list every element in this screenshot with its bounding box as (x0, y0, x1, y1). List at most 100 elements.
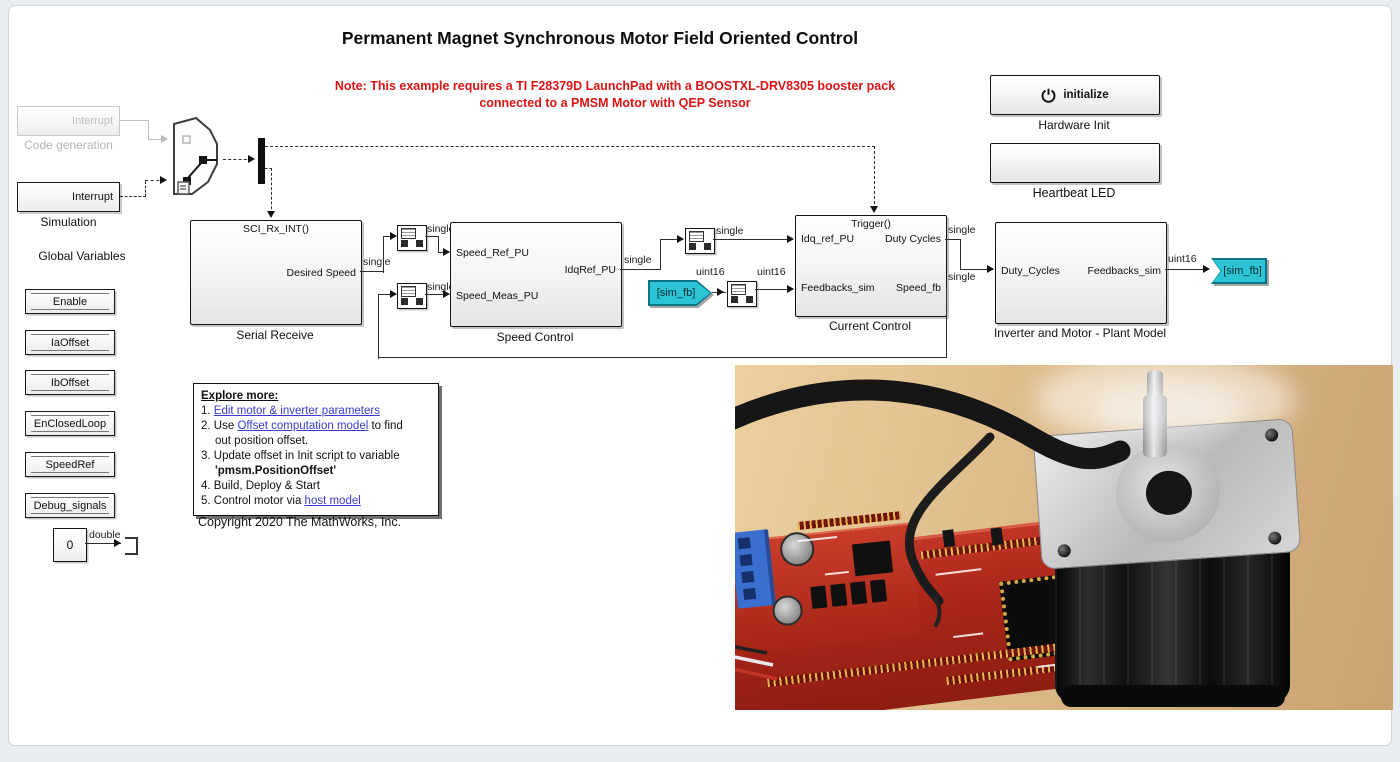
motor-base (1061, 685, 1285, 707)
constant-block[interactable]: 0 (53, 528, 87, 562)
data-store-label: IaOffset (50, 336, 90, 349)
heartbeat-led-block[interactable] (990, 143, 1160, 183)
hardware-init-name: Hardware Init (1038, 118, 1110, 132)
hardware-photo (735, 365, 1393, 710)
port-label-duty-cycles-out: Duty Cycles (884, 233, 941, 245)
power-icon (1041, 88, 1056, 103)
rate-transition-icon (401, 286, 416, 297)
rate-transition-block[interactable] (727, 281, 757, 307)
explore-item-5-text: 5. Control motor via (201, 494, 305, 507)
variant-source-block[interactable] (170, 116, 224, 202)
rate-transition-block[interactable] (685, 228, 715, 254)
port-label-speed-meas-pu: Speed_Meas_PU (456, 290, 539, 302)
rate-transition-block[interactable] (397, 283, 427, 309)
terminator-icon (125, 537, 138, 555)
explore-item-5: 5. Control motor via host model (201, 494, 431, 509)
heartbeat-led-name: Heartbeat LED (1032, 186, 1116, 200)
from-tag-sim-fb[interactable]: [sim_fb] (648, 280, 712, 306)
rate-transition-block[interactable] (397, 225, 427, 251)
wire (145, 181, 146, 197)
goto-tag-sim-fb[interactable]: [sim_fb] (1211, 258, 1267, 284)
wire (265, 168, 272, 169)
cable-overlay (735, 379, 1131, 681)
data-store-enable[interactable]: Enable (25, 289, 115, 314)
hardware-init-block[interactable]: initialize (990, 75, 1160, 115)
wire (946, 288, 947, 358)
codegen-interrupt-port-label: Interrupt (72, 115, 113, 127)
wire-lead (735, 667, 778, 681)
wire (660, 240, 661, 270)
rate-transition-icon (401, 228, 416, 239)
wire (660, 239, 683, 240)
explore-item-4: 4. Build, Deploy & Start (201, 479, 320, 492)
wire (383, 236, 396, 237)
wire (145, 180, 165, 181)
wire (755, 289, 793, 290)
data-store-debug-signals[interactable]: Debug_signals (25, 493, 115, 518)
link-offset-computation-model[interactable]: Offset computation model (237, 419, 369, 432)
arrowhead (870, 206, 878, 213)
wire (620, 269, 661, 270)
motion-blur-haze (1095, 383, 1245, 433)
wire-lead (735, 655, 774, 667)
explore-item-2-text2: to find (368, 419, 403, 432)
function-call-split-bar (258, 138, 265, 184)
port-label-speed-fb: Speed_fb (896, 282, 941, 294)
current-control-name: Current Control (828, 319, 912, 333)
link-host-model[interactable]: host model (304, 494, 361, 507)
explore-item-2: 2. Use Offset computation model to find (201, 419, 431, 434)
note-annotation: Note: This example requires a TI F28379D… (255, 78, 975, 112)
wire (438, 236, 439, 253)
data-store-label: SpeedRef (45, 458, 95, 471)
arrowhead (443, 248, 450, 256)
plant-model-block[interactable]: Duty_Cycles Feedbacks_sim (995, 222, 1167, 324)
simulation-interrupt-block[interactable]: Interrupt (17, 182, 120, 212)
port-label-sci-rx-int: SCI_Rx_INT() (243, 223, 309, 235)
constant-value: 0 (66, 538, 74, 552)
hardware-init-button-label: initialize (1063, 89, 1109, 101)
wire (383, 237, 384, 273)
rate-transition-icon (731, 284, 746, 295)
wire (378, 294, 396, 295)
speed-control-block[interactable]: Speed_Ref_PU Speed_Meas_PU IdqRef_PU (450, 222, 622, 327)
port-label-duty-cycles-in: Duty_Cycles (1001, 265, 1060, 277)
explore-item-2-text: 2. Use (201, 419, 238, 432)
wire-type-label: single (427, 223, 455, 235)
wire-lead (735, 645, 768, 655)
data-store-enclosedloop[interactable]: EnClosedLoop (25, 411, 115, 436)
arrowhead (677, 235, 684, 243)
arrowhead (390, 232, 397, 240)
link-edit-motor-parameters[interactable]: Edit motor & inverter parameters (213, 404, 380, 417)
serial-receive-block[interactable]: SCI_Rx_INT() Desired Speed (190, 220, 362, 325)
wire (960, 269, 993, 270)
speed-control-name: Speed Control (496, 330, 574, 344)
data-store-iaoffset[interactable]: IaOffset (25, 330, 115, 355)
wire-type-label: single (948, 271, 976, 283)
data-store-speedref[interactable]: SpeedRef (25, 452, 115, 477)
wire-type-label: uint16 (1168, 253, 1197, 265)
current-control-block[interactable]: Trigger() Idq_ref_PU Feedbacks_sim Duty … (795, 215, 947, 317)
wire-type-label: uint16 (757, 266, 786, 278)
explore-item-1: 1. Edit motor & inverter parameters (201, 404, 431, 419)
arrowhead (248, 155, 255, 163)
explore-heading: Explore more: (201, 390, 279, 402)
codegen-interrupt-block[interactable]: Interrupt (17, 106, 120, 136)
thin-cable (904, 432, 995, 606)
port-label-feedbacks-sim-in: Feedbacks_sim (801, 282, 875, 294)
arrowhead (267, 211, 275, 218)
wire (120, 196, 146, 197)
data-store-iboffset[interactable]: IbOffset (25, 370, 115, 395)
arrowhead (114, 539, 121, 547)
data-store-label: Enable (52, 295, 88, 308)
explore-item-1-text: 1. (201, 404, 214, 417)
wire (1165, 269, 1208, 270)
serial-receive-name: Serial Receive (236, 328, 314, 342)
wire (360, 271, 384, 272)
wire (223, 159, 252, 160)
variant-badge-icon (177, 181, 190, 195)
port-label-idq-ref-pu: Idq_ref_PU (801, 233, 855, 245)
port-label-idqref-pu: IdqRef_PU (564, 264, 616, 276)
wire (120, 120, 149, 121)
variant-port-marker (182, 135, 191, 144)
